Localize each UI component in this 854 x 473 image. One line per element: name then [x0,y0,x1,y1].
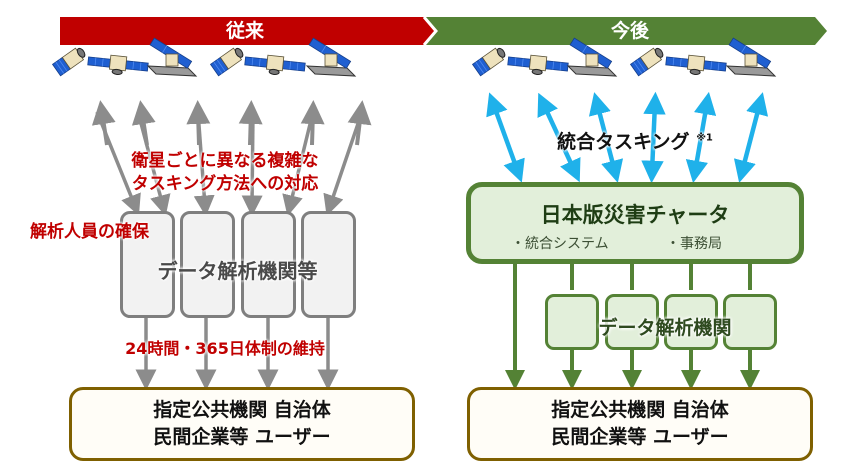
satellite-icon [629,47,664,77]
satellite-icon [566,37,618,77]
user-box-future: 指定公共機関 自治体 民間企業等 ユーザー [467,387,813,461]
satellite-icon [209,47,244,77]
analysis-org-box-1 [120,211,175,318]
analysis-org-box-4 [301,211,356,318]
satellite-icon [471,47,506,77]
integrated-tasking-label: 統合タスキング ※1 [545,127,725,154]
arrow-icon [323,111,364,216]
integrated-tasking-note: ※1 [696,132,713,144]
data-analysis-box-2 [605,294,659,350]
issue-tasking-line-2: タスキング方法への対応 [131,174,319,194]
double-arrow-icon [588,92,624,183]
issue-tasking-line-1: 衛星ごとに異なる複雑な [131,151,319,171]
japan-disaster-charter-box: 日本版災害チャータ ・統合システム ・事務局 [466,182,804,264]
satellite-icon [305,37,357,77]
user-box-legacy-line-2: 民間企業等 ユーザー [153,426,331,448]
analysis-org-box-2 [180,211,235,318]
charter-item-integrated-system: ・統合システム [511,236,609,252]
charter-item-secretariat: ・事務局 [666,236,722,252]
user-box-legacy: 指定公共機関 自治体 民間企業等 ユーザー [69,387,415,461]
satellite-icon [146,37,198,77]
analysis-org-label: データ解析機関等 [157,259,318,283]
arrow-icon [95,111,141,216]
double-arrow-icon [641,91,666,184]
data-analysis-box-4 [723,294,777,350]
double-arrow-icon [537,92,581,183]
double-arrow-icon [486,92,525,183]
future-banner [425,17,827,45]
satellite-icon [665,54,727,75]
charter-title: 日本版災害チャータ [540,203,730,227]
future-banner-label: 今後 [610,20,649,42]
arrow-icon [193,111,215,217]
analysis-org-box-3 [241,211,296,318]
satellite-icon [507,54,569,75]
arrow-icon [136,111,171,217]
banner-divider [422,16,438,46]
arrow-icon [238,100,263,146]
user-box-future-line-2: 民間企業等 ユーザー [551,426,729,448]
double-arrow-icon [733,92,769,183]
satellite-icon [725,37,777,77]
data-analysis-box-1 [545,294,599,350]
data-analysis-label: データ解析機関 [598,317,732,339]
arrow-icon [282,111,315,217]
satellite-icon [244,54,306,75]
issue-staff: 解析人員の確保 [30,222,149,242]
integrated-tasking-text: 統合タスキング [557,131,690,153]
arrow-icon [241,111,263,217]
double-arrow-icon [685,91,717,184]
user-box-future-line-1: 指定公共機関 自治体 [551,399,729,421]
satellite-icon [51,47,86,77]
satellite-icon [87,54,149,75]
user-box-legacy-line-1: 指定公共機関 自治体 [153,399,331,421]
issue-24h: 24時間・365日体制の維持 [125,339,325,358]
legacy-banner-label: 従来 [225,20,264,42]
data-analysis-box-3 [664,294,718,350]
